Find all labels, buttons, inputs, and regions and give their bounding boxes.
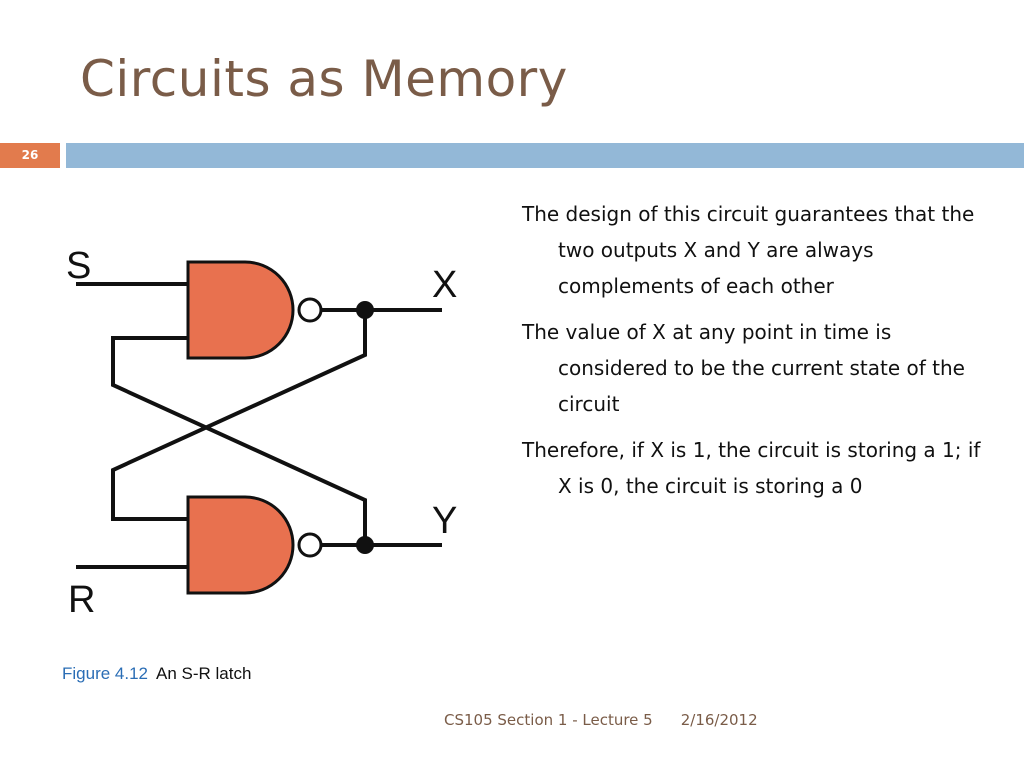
- bottom-feedback-wire: [111, 308, 367, 521]
- top-gate-bubble: [297, 297, 323, 323]
- bullet-item: Therefore, if X is 1, the circuit is sto…: [522, 438, 981, 498]
- footer-course: CS105 Section 1 - Lecture 5: [444, 711, 653, 729]
- y-junction-dot: [356, 536, 374, 554]
- slide-number: 26: [0, 143, 60, 168]
- x-junction-dot: [356, 301, 374, 319]
- figure-caption: Figure 4.12 An S-R latch: [62, 664, 251, 684]
- bottom-nand-gate: [186, 495, 295, 595]
- top-nand-gate: [186, 260, 295, 360]
- footer-date: 2/16/2012: [680, 711, 758, 729]
- slide-title: Circuits as Memory: [80, 50, 568, 108]
- bullet-item: The design of this circuit guarantees th…: [522, 202, 975, 298]
- figure-caption-text: An S-R latch: [156, 664, 252, 683]
- bullet-item: The value of X at any point in time is c…: [522, 320, 965, 416]
- slide-footer: CS105 Section 1 - Lecture 5 2/16/2012: [444, 711, 758, 729]
- figure-number: Figure 4.12: [62, 664, 148, 683]
- input-s-label: S: [66, 245, 91, 287]
- output-x-label: X: [432, 264, 457, 306]
- top-feedback-wire: [111, 336, 367, 547]
- bottom-gate-bubble: [297, 532, 323, 558]
- input-r-label: R: [68, 579, 95, 621]
- body-text: The design of this circuit guarantees th…: [522, 196, 992, 514]
- output-y-label: Y: [432, 500, 457, 542]
- header-rule: [66, 143, 1024, 168]
